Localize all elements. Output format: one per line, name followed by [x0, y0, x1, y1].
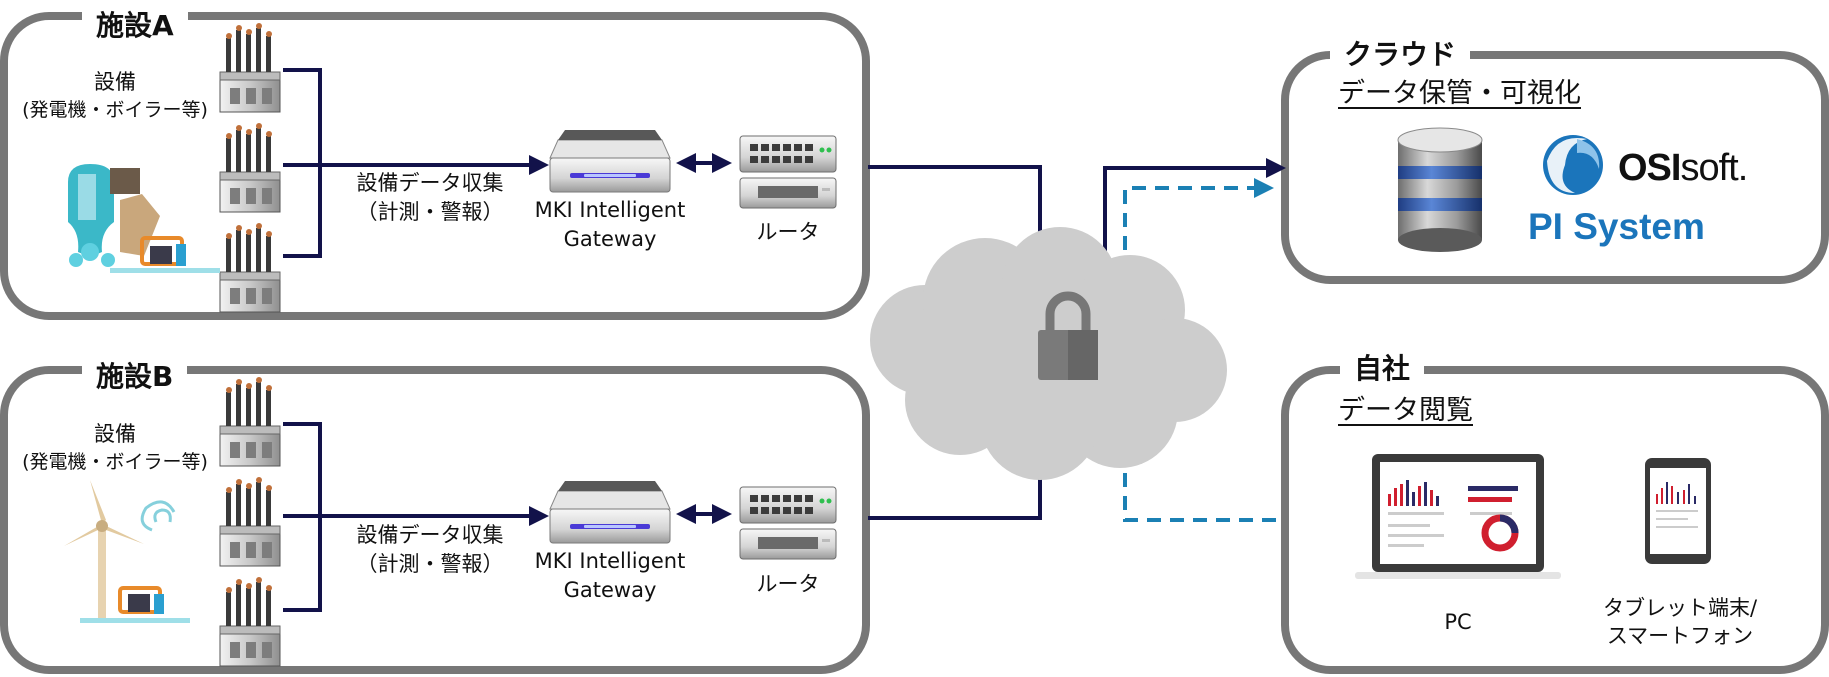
wind-turbine-icon	[64, 480, 190, 623]
pc-label: PC	[1444, 610, 1472, 634]
osisoft-brand-suffix: soft.	[1680, 147, 1748, 189]
facility-b-frame	[0, 366, 870, 674]
osisoft-brand-main: OSI	[1618, 147, 1681, 189]
gateway-icon-b	[549, 480, 671, 544]
cloud-title: クラウド	[1330, 38, 1471, 72]
hydro-power-icon	[68, 164, 220, 273]
facility-a-equipment-label: 設備	[94, 70, 136, 94]
tablet-icon	[1645, 458, 1711, 564]
facility-b-flow-label: 設備データ収集	[356, 523, 504, 547]
facility-a-flow-label: 設備データ収集	[356, 171, 504, 195]
facility-b-bracket	[283, 422, 322, 612]
factory-icon-b2	[219, 476, 281, 567]
gateway-icon-a	[549, 129, 671, 193]
facility-b-flow-sub: （計測・警報）	[356, 552, 504, 576]
router-icon-a	[739, 135, 837, 209]
tablet-label: タブレット端末/	[1602, 596, 1758, 620]
facility-a-flow-sub: （計測・警報）	[356, 200, 504, 224]
facility-a-gateway-sub: Gateway	[563, 227, 657, 251]
router-icon-b	[739, 486, 837, 560]
database-icon	[1397, 127, 1483, 252]
factory-icon-b3	[219, 576, 281, 667]
facility-b-equipment-label: 設備	[94, 422, 136, 446]
facility-b-router-label: ルータ	[756, 572, 820, 596]
tablet-sub-label: スマートフォン	[1606, 624, 1754, 648]
cloud-subtitle: データ保管・可視化	[1338, 78, 1581, 109]
facility-b-gateway-label: MKI Intelligent	[534, 549, 686, 573]
facility-a-gateway-label: MKI Intelligent	[534, 198, 686, 222]
company-frame	[1281, 366, 1829, 674]
dashed-line-to-company	[1123, 450, 1282, 522]
facility-a-frame	[0, 12, 870, 320]
factory-icon-b1	[219, 376, 281, 467]
facility-a-equipment-sub: (発電機・ボイラー等)	[22, 99, 208, 121]
pc-icon	[1355, 454, 1561, 579]
company-subtitle: データ閲覧	[1338, 395, 1473, 426]
facility-b-title: 施設B	[82, 360, 188, 394]
company-title: 自社	[1340, 352, 1425, 386]
facility-a-title: 施設A	[82, 9, 188, 43]
osisoft-wordmark: OSIsoft.	[1618, 146, 1748, 192]
lock-icon	[1038, 291, 1098, 380]
pi-system-label: PI System	[1528, 206, 1705, 247]
factory-icon-a2	[219, 122, 281, 213]
facility-a-router-label: ルータ	[756, 220, 820, 244]
factory-icon-a3	[219, 222, 281, 313]
dashed-line-cloud-access	[1123, 178, 1274, 250]
facility-b-equipment-sub: (発電機・ボイラー等)	[22, 451, 208, 473]
facility-b-gateway-sub: Gateway	[563, 578, 657, 602]
factory-icon-a1	[219, 22, 281, 113]
facility-a-bracket	[283, 68, 322, 258]
osisoft-logo-icon	[1543, 135, 1603, 195]
